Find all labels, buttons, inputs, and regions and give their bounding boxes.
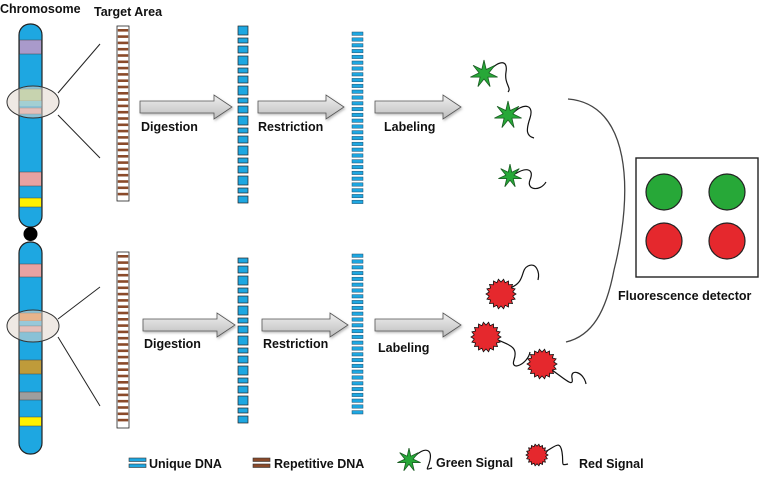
process-arrows bbox=[139, 94, 462, 338]
detector-green-dot bbox=[708, 173, 746, 211]
block-arrow-icon bbox=[374, 94, 462, 120]
chromosome-band bbox=[19, 391, 42, 401]
block-arrow-icon bbox=[374, 312, 462, 338]
red-starburst-icon bbox=[470, 321, 531, 367]
green-star-icon bbox=[494, 100, 535, 139]
target-area-strip bbox=[116, 25, 130, 202]
detector-red-dot bbox=[708, 222, 746, 260]
step-restriction-top: Restriction bbox=[258, 120, 323, 134]
chromosome-band bbox=[19, 416, 42, 427]
step-restriction-bottom: Restriction bbox=[263, 337, 328, 351]
red-starburst-icon bbox=[485, 264, 540, 310]
legend-unique-label: Unique DNA bbox=[149, 457, 222, 471]
zoom-lines bbox=[57, 43, 101, 407]
legend: Unique DNA Repetitive DNA Green Signal R… bbox=[128, 443, 644, 471]
legend-green-label: Green Signal bbox=[436, 456, 513, 470]
step-labeling-bottom: Labeling bbox=[378, 341, 429, 355]
restriction-fragments-strip bbox=[351, 31, 364, 204]
step-labeling-top: Labeling bbox=[384, 120, 435, 134]
chromosome-band bbox=[19, 171, 42, 187]
step-digestion-top: Digestion bbox=[141, 120, 198, 134]
block-arrow-icon bbox=[139, 94, 233, 120]
detector-label: Fluorescence detector bbox=[618, 289, 752, 303]
zoom-ellipse bbox=[6, 309, 60, 343]
red-starburst-icon bbox=[525, 443, 569, 467]
chromosome-band bbox=[19, 359, 42, 375]
green-star-icon bbox=[470, 59, 510, 93]
chromosome-band bbox=[19, 197, 42, 208]
target-area-title: Target Area bbox=[94, 5, 163, 19]
legend-red-label: Red Signal bbox=[579, 457, 644, 471]
legend-unique-swatch bbox=[128, 457, 147, 468]
detector-green-dot bbox=[645, 173, 683, 211]
chromosome-band bbox=[19, 263, 42, 278]
block-arrow-icon bbox=[261, 312, 349, 338]
chromosome-upper-arm bbox=[18, 23, 43, 228]
detector-red-dot bbox=[645, 222, 683, 260]
chromosome-lower-arm bbox=[18, 241, 43, 455]
green-star-icon bbox=[498, 164, 547, 190]
step-digestion-bottom: Digestion bbox=[144, 337, 201, 351]
chromosome-band bbox=[19, 39, 42, 55]
dna-strips bbox=[116, 25, 364, 429]
green-star-icon bbox=[397, 448, 433, 471]
chromosome bbox=[6, 23, 60, 455]
block-arrow-icon bbox=[257, 94, 345, 120]
grouping-bracket bbox=[565, 98, 626, 343]
red-starburst-icon bbox=[526, 348, 587, 385]
green-star-icon bbox=[397, 448, 433, 471]
block-arrow-icon bbox=[142, 312, 236, 338]
labeled-probes bbox=[470, 59, 587, 385]
zoom-ellipse bbox=[6, 85, 60, 119]
restriction-fragments-strip bbox=[351, 253, 364, 415]
chromosome-title: Chromosome bbox=[0, 2, 81, 16]
red-starburst-icon bbox=[525, 443, 569, 467]
centromere bbox=[23, 227, 38, 241]
legend-repetitive-swatch bbox=[252, 457, 271, 468]
legend-repetitive-label: Repetitive DNA bbox=[274, 457, 364, 471]
digested-dna-strip bbox=[237, 25, 249, 204]
target-area-strip bbox=[116, 251, 130, 429]
digested-dna-strip bbox=[237, 257, 249, 424]
fluorescence-detector bbox=[635, 157, 759, 278]
